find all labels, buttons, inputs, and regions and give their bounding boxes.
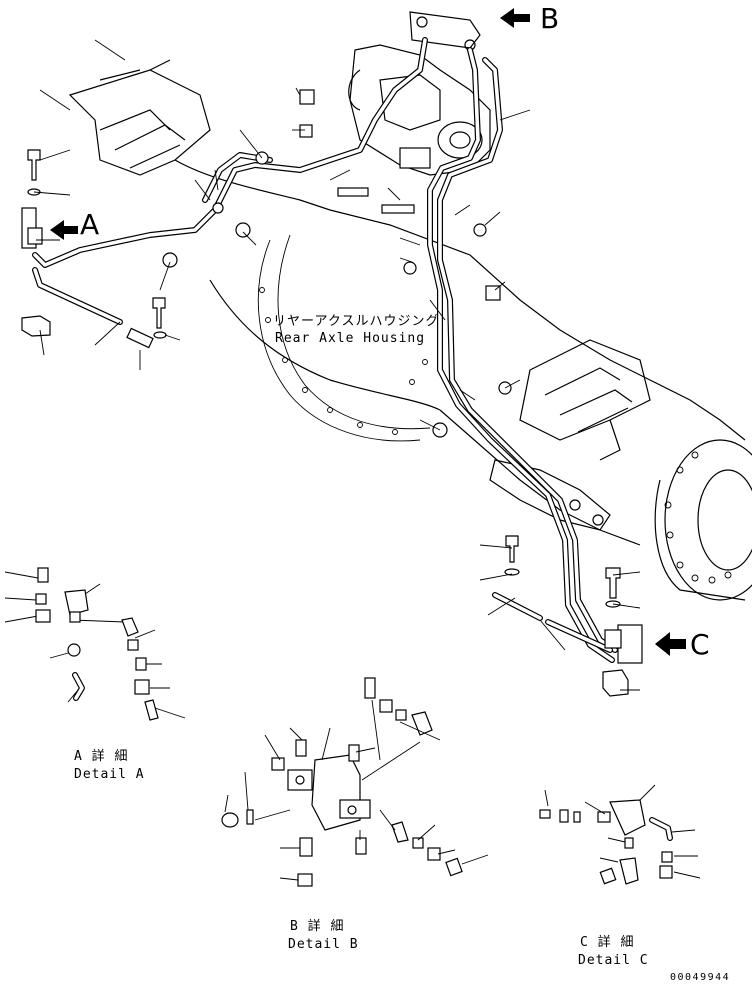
detail-b: B 詳 細 Detail B [221, 677, 489, 952]
arrow-a-icon [50, 220, 78, 240]
detail-c: C 詳 細 Detail C [539, 784, 701, 968]
callout-b: B [540, 2, 559, 35]
leader-lines [33, 87, 641, 691]
callout-a: A [80, 208, 99, 241]
axle-housing [39, 39, 752, 601]
housing-label-en: Rear Axle Housing [275, 331, 425, 346]
housing-label-jp: リヤーアクスルハウジング [273, 314, 439, 329]
detail-a-label-jp: A 詳 細 [74, 748, 128, 764]
callout-c: C [690, 628, 710, 661]
detail-a-label-en: Detail A [74, 767, 145, 782]
brake-valve-assembly [348, 11, 491, 176]
detail-b-label-jp: B 詳 細 [290, 918, 344, 934]
fittings [21, 89, 643, 697]
detail-b-label-en: Detail B [288, 937, 359, 952]
drawing-number: 00049944 [670, 972, 730, 983]
arrow-c-icon [655, 632, 686, 656]
brake-pipes [32, 37, 618, 663]
detail-c-label-en: Detail C [578, 953, 649, 968]
detail-c-label-jp: C 詳 細 [580, 934, 634, 950]
detail-a: A 詳 細 Detail A [4, 567, 186, 782]
arrow-b-icon [500, 8, 530, 28]
